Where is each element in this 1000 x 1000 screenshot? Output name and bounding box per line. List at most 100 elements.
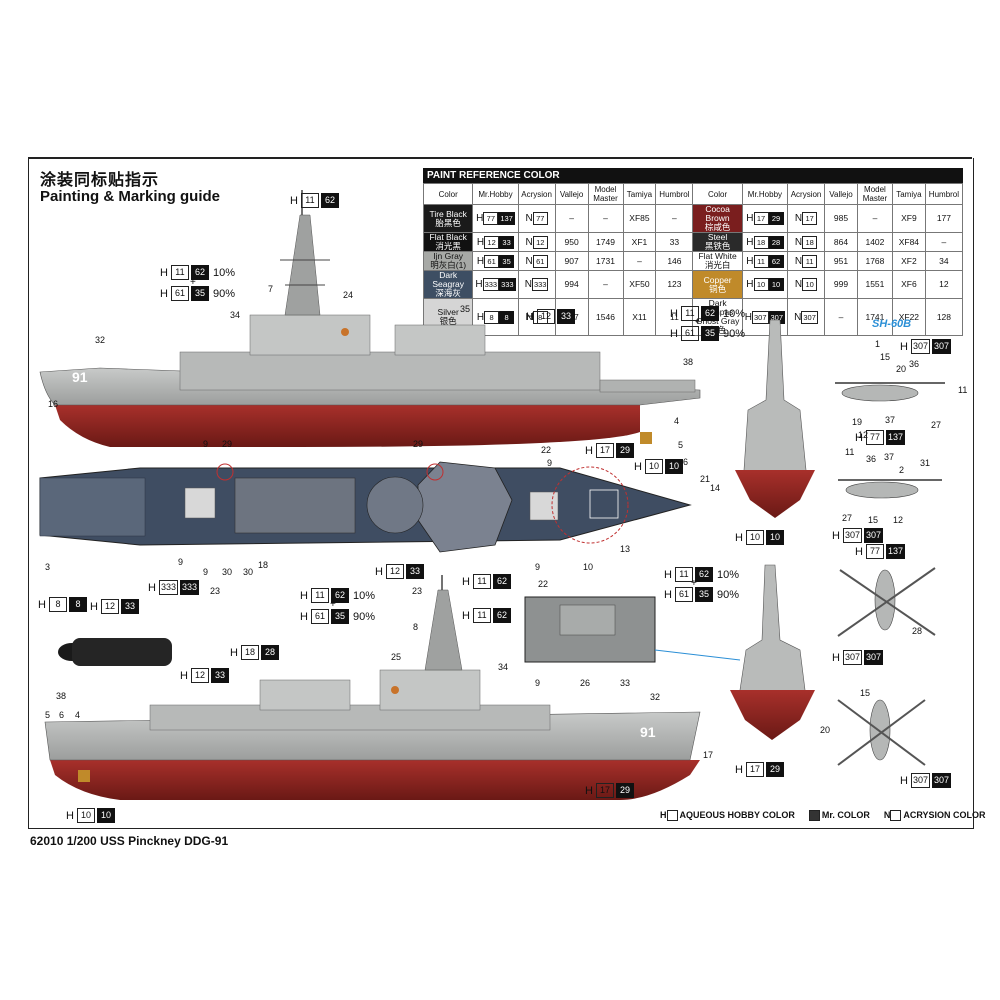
- paint-table-title: PAINT REFERENCE COLOR: [423, 168, 963, 183]
- svg-text:4: 4: [75, 710, 80, 720]
- h-prefix: H: [38, 598, 46, 611]
- mix-percentage: 90%: [722, 327, 745, 340]
- h-prefix: H: [900, 774, 908, 787]
- table-cell: –: [554, 204, 589, 233]
- table-cell: 12: [924, 270, 964, 299]
- mr-code-box: 62: [492, 574, 511, 589]
- h-code-box: 307: [842, 650, 862, 665]
- svg-text:30: 30: [243, 567, 253, 577]
- svg-text:7: 7: [268, 284, 273, 294]
- ship-deck-plan: [39, 461, 692, 553]
- h-code-box: 10: [753, 278, 769, 291]
- h-code-box: 11: [472, 608, 491, 623]
- color-name: Flat White: [698, 251, 737, 261]
- n-code-box: 61: [532, 254, 548, 268]
- page-title-zh: 涂装同标贴指示: [40, 172, 160, 189]
- mr-code-box: 8: [499, 310, 515, 324]
- color-name: Steel: [707, 232, 728, 242]
- mr-code-box: 307: [863, 650, 884, 665]
- mr-code-box: 35: [694, 587, 713, 602]
- svg-text:9: 9: [203, 439, 208, 449]
- svg-text:15: 15: [880, 352, 890, 362]
- svg-text:9: 9: [547, 458, 552, 468]
- mix-plus-sign: +: [330, 599, 336, 610]
- mr-code-box: 307: [931, 773, 952, 788]
- h-prefix: H: [300, 610, 308, 623]
- svg-text:8: 8: [413, 622, 418, 632]
- h-code-box: 17: [753, 212, 769, 225]
- svg-text:22: 22: [541, 445, 551, 455]
- h-code-box: 18: [240, 645, 259, 660]
- n-prefix: N: [525, 236, 533, 248]
- svg-text:1: 1: [875, 339, 880, 349]
- mr-code-box: 333: [499, 278, 516, 291]
- h-prefix: H: [670, 307, 678, 320]
- svg-text:37: 37: [885, 415, 895, 425]
- svg-text:27: 27: [931, 420, 941, 430]
- svg-text:23: 23: [210, 586, 220, 596]
- n-prefix: N: [794, 311, 802, 323]
- h-code-box: 12: [190, 668, 209, 683]
- n-code-box: 11: [802, 254, 818, 268]
- h-prefix: H: [476, 213, 484, 224]
- h-prefix: H: [634, 460, 642, 473]
- towed-sonar-part: [58, 638, 172, 666]
- color-name: Silver: [437, 307, 459, 317]
- table-cell: 985: [824, 204, 858, 233]
- n-prefix: N: [524, 279, 532, 290]
- svg-text:36: 36: [909, 359, 919, 369]
- h-prefix: H: [832, 529, 840, 542]
- svg-text:14: 14: [710, 483, 720, 493]
- svg-text:6: 6: [59, 710, 64, 720]
- mr-code-box: 35: [700, 326, 719, 341]
- h-code-box: 77: [865, 430, 884, 445]
- h-code-box: 17: [595, 443, 614, 458]
- hull-number-bottom: 91: [640, 724, 656, 740]
- n-prefix: N: [794, 279, 803, 290]
- mr-code-box: 10: [768, 278, 784, 291]
- svg-text:16: 16: [48, 399, 58, 409]
- svg-text:15: 15: [868, 515, 878, 525]
- sheet-frame: [28, 158, 974, 829]
- h-prefix: H: [746, 279, 754, 290]
- h-prefix: H: [475, 279, 483, 290]
- svg-text:3: 3: [45, 562, 50, 572]
- h-code-box: 17: [745, 762, 764, 777]
- table-cell: X11: [622, 298, 657, 336]
- mr-code-box: 62: [694, 567, 713, 582]
- svg-text:19: 19: [852, 417, 862, 427]
- h-code-box: 11: [680, 306, 699, 321]
- helicopter-views: [835, 382, 945, 766]
- h-code-box: 10: [745, 530, 764, 545]
- mix-plus-sign: +: [691, 578, 697, 589]
- mix-percentage: 10%: [716, 568, 739, 581]
- svg-text:33: 33: [620, 678, 630, 688]
- h-prefix: H: [744, 311, 752, 323]
- svg-text:20: 20: [896, 364, 906, 374]
- h-code-box: 12: [100, 599, 119, 614]
- mr-code-box: 8: [68, 597, 87, 612]
- h-code-box: 61: [310, 609, 329, 624]
- svg-text:26: 26: [580, 678, 590, 688]
- mr-code-box: 307: [931, 339, 952, 354]
- color-name-zh: 黑铁色: [704, 241, 731, 251]
- detail-inset: [524, 596, 741, 663]
- mr-code-box: 33: [210, 668, 229, 683]
- h-code-box: 17: [595, 783, 614, 798]
- sheet-top-border: [28, 157, 972, 159]
- color-name-zh: 明灰白(1): [430, 260, 467, 270]
- h-code-box: 11: [472, 574, 491, 589]
- n-code-box: 77: [532, 212, 548, 225]
- h-prefix: H: [476, 255, 485, 267]
